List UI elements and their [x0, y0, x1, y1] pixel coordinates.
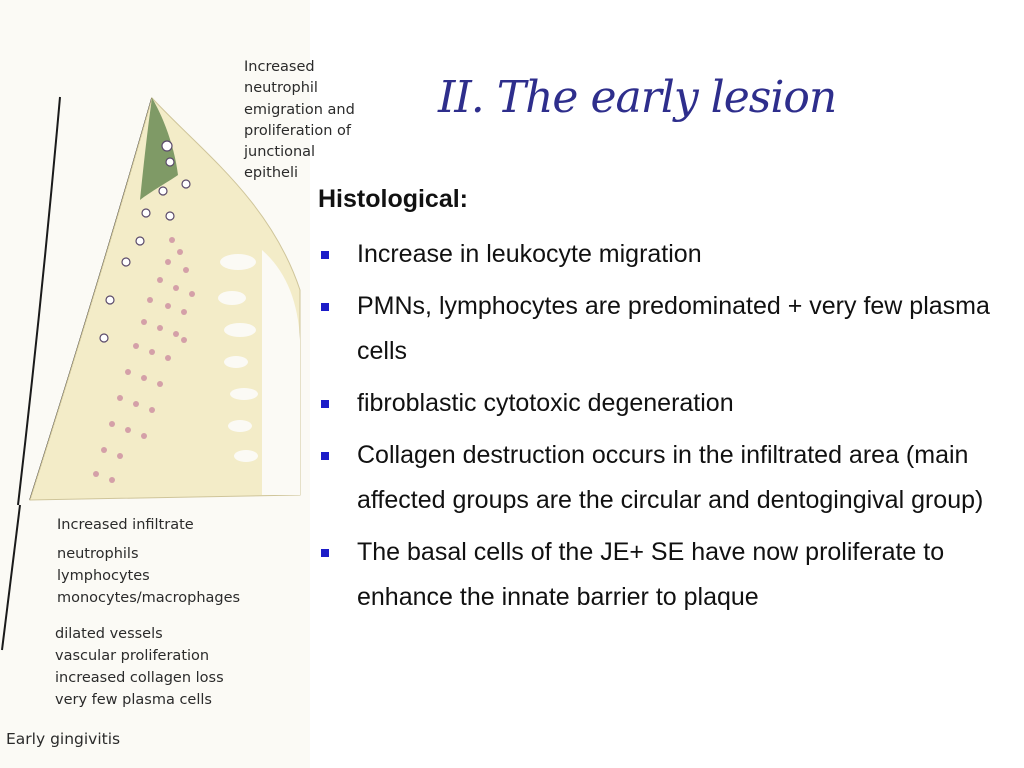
- gingival-tissue: [29, 97, 301, 501]
- neutrophil-cells: [99, 140, 191, 343]
- bullet-item: Collagen destruction occurs in the infil…: [318, 433, 1008, 523]
- bullet-square-icon: [321, 400, 329, 408]
- bullet-item: The basal cells of the JE+ SE have now p…: [318, 530, 1008, 620]
- slide-title: II. The early lesion: [438, 72, 837, 123]
- infiltrate-cells: [93, 237, 195, 483]
- bullet-item: fibroblastic cytotoxic degeneration: [318, 381, 1008, 426]
- bullet-square-icon: [321, 303, 329, 311]
- bullet-text: fibroblastic cytotoxic degeneration: [357, 389, 734, 417]
- tooth-enamel-line: [17, 96, 61, 506]
- gingiva-diagram: [1, 96, 301, 651]
- bullet-square-icon: [321, 549, 329, 557]
- bullet-text: Increase in leukocyte migration: [357, 240, 702, 268]
- bullet-list: Increase in leukocyte migration PMNs, ly…: [318, 232, 1008, 627]
- bullet-square-icon: [321, 452, 329, 460]
- caption-infiltrate: Increased infiltrate: [57, 517, 194, 533]
- section-heading: Histological:: [318, 185, 469, 213]
- bullet-text: PMNs, lymphocytes are predominated + ver…: [357, 292, 990, 365]
- bullet-square-icon: [321, 251, 329, 259]
- tooth-lower-line: [1, 504, 21, 651]
- caption-cell-types: neutrophils lymphocytes monocytes/macrop…: [57, 546, 241, 606]
- junctional-epithelium: [140, 98, 178, 200]
- caption-tissue-changes: dilated vessels vascular proliferation i…: [55, 626, 224, 708]
- caption-stage: Early gingivitis: [6, 730, 121, 748]
- bullet-text: Collagen destruction occurs in the infil…: [357, 441, 984, 514]
- gingivitis-illustration: Increased neutrophil emigration and prol…: [0, 0, 355, 768]
- caption-junctional-epithelium: Increased neutrophil emigration and prol…: [244, 59, 355, 182]
- rete-pegs: [218, 250, 300, 495]
- bullet-text: The basal cells of the JE+ SE have now p…: [357, 538, 945, 611]
- bullet-item: Increase in leukocyte migration: [318, 232, 1008, 277]
- bullet-item: PMNs, lymphocytes are predominated + ver…: [318, 284, 1008, 374]
